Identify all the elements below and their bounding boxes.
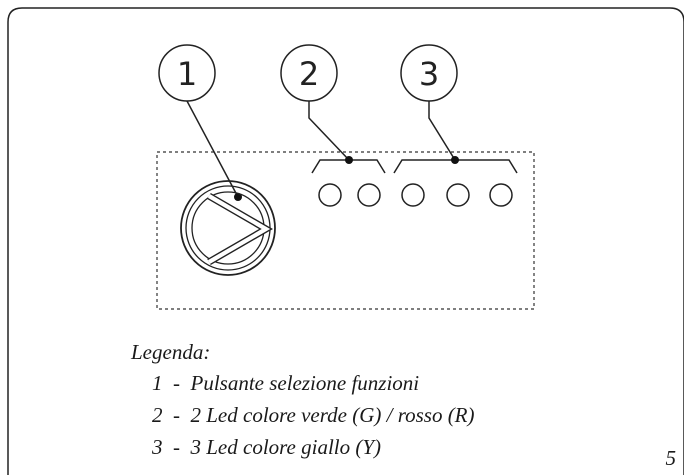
legend-item-2: 2 - 2 Led colore verde (G) / rosso (R): [152, 403, 475, 427]
callout-3-label: 3: [419, 55, 439, 93]
callout-3: 3: [400, 44, 458, 102]
callout-1-leader: [186, 100, 239, 198]
callout-2-label: 2: [299, 55, 319, 93]
led-green-red-1: [318, 183, 342, 207]
legend-title: Legenda:: [131, 340, 211, 364]
legend-item-1: 1 - Pulsante selezione funzioni: [152, 371, 420, 395]
callout-2-dot: [345, 156, 353, 164]
led-yellow-3: [489, 183, 513, 207]
legend-item-3: 3 - 3 Led colore giallo (Y): [152, 435, 382, 459]
callout-1-label: 1: [177, 55, 197, 93]
page-number: 5: [665, 446, 677, 470]
callout-1-dot: [234, 193, 242, 201]
page-frame: [7, 7, 684, 475]
callout-1: 1: [158, 44, 216, 102]
chevron-right-icon: [207, 192, 273, 266]
callout-3-dot: [451, 156, 459, 164]
led-yellow-1: [401, 183, 425, 207]
led-yellow-2: [446, 183, 470, 207]
callout-3-leader: [428, 101, 456, 161]
callout-2-leader: [308, 101, 350, 161]
function-select-button[interactable]: [180, 180, 276, 276]
panel-outline: [156, 151, 535, 310]
chevron-right-icon-inner: [207, 194, 271, 264]
callout-2: 2: [280, 44, 338, 102]
led-green-red-2: [357, 183, 381, 207]
